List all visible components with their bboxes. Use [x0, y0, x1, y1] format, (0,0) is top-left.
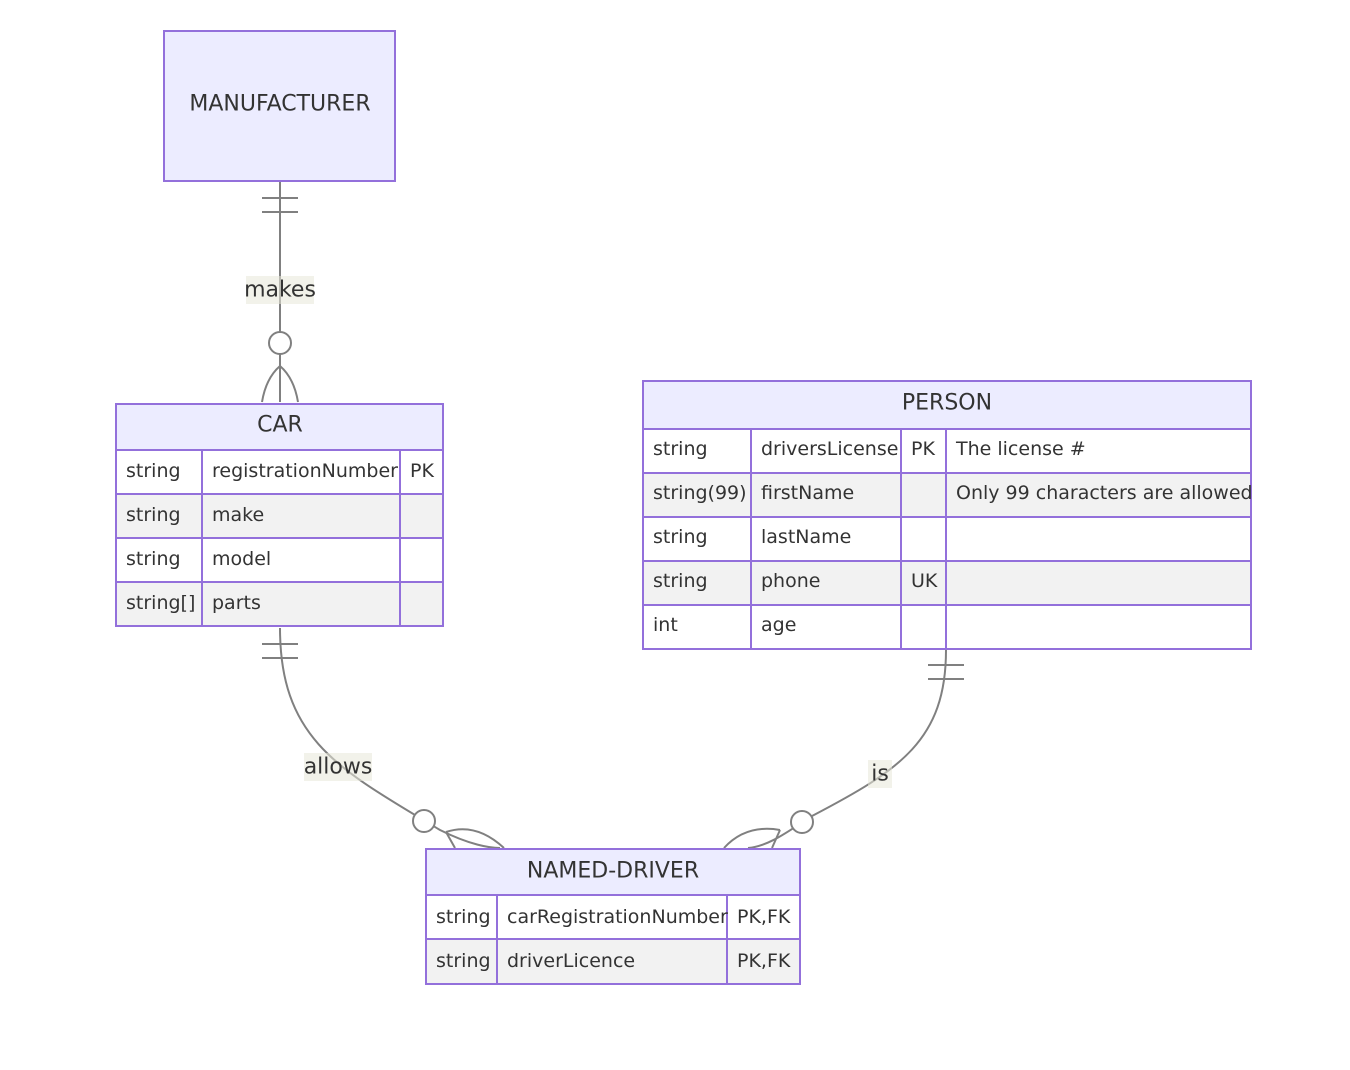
attribute-type: string: [126, 548, 181, 570]
entity-car[interactable]: CAR string registrationNumber PK string …: [115, 403, 444, 627]
attribute-name: parts: [212, 592, 261, 614]
attribute-name: firstName: [761, 482, 854, 504]
crow-foot-marker: [771, 829, 781, 849]
attribute-name: driverLicence: [507, 950, 635, 972]
attribute-type: string(99): [653, 482, 747, 504]
entity-person[interactable]: PERSON string driversLicense PK The lice…: [642, 380, 1253, 650]
entity-named-driver[interactable]: NAMED-DRIVER string carRegistrationNumbe…: [425, 848, 801, 985]
attribute-key: PK: [911, 438, 935, 460]
attribute-type: string: [653, 570, 708, 592]
entity-box: [163, 30, 396, 182]
attribute-type: string: [436, 950, 491, 972]
attribute-type: string: [126, 460, 181, 482]
zero-marker: [412, 809, 436, 833]
relationship-label-allows: allows: [304, 755, 373, 780]
crow-foot-marker: [261, 364, 299, 403]
entity-title: NAMED-DRIVER: [527, 859, 699, 884]
attribute-comment: Only 99 characters are allowed: [956, 482, 1253, 504]
entity-title: CAR: [257, 413, 303, 438]
entity-manufacturer[interactable]: MANUFACTURER: [163, 30, 396, 182]
zero-marker: [790, 810, 814, 834]
relationship-label-is: is: [871, 762, 889, 787]
crow-foot-marker: [723, 827, 781, 849]
attribute-type: string: [653, 526, 708, 548]
attribute-row: [425, 938, 801, 985]
attribute-type: string: [653, 438, 708, 460]
attribute-row: [115, 537, 444, 583]
relationship-line-allows: [279, 627, 501, 849]
crow-foot-marker: [445, 831, 456, 849]
relationship-label-bg: [304, 753, 372, 781]
attribute-type: string: [126, 504, 181, 526]
zero-marker: [268, 331, 292, 355]
entity-title: MANUFACTURER: [189, 92, 370, 117]
attribute-key: PK: [410, 460, 434, 482]
attribute-key: UK: [911, 570, 938, 592]
relationship-line-is: [747, 649, 947, 849]
relationship-label-makes: makes: [244, 278, 316, 303]
entity-header: [115, 403, 444, 451]
attribute-name: model: [212, 548, 271, 570]
entity-header: [642, 380, 1252, 430]
attribute-type: int: [653, 614, 678, 636]
crow-foot-marker: [445, 828, 505, 849]
attribute-name: registrationNumber: [212, 460, 398, 482]
relationship-is: is: [723, 649, 964, 849]
attribute-row: [115, 581, 444, 627]
attribute-type: string[]: [126, 592, 195, 614]
attribute-name: age: [761, 614, 796, 636]
relationship-allows: allows: [262, 627, 505, 849]
attribute-row: [115, 449, 444, 495]
relationship-label-bg: [246, 276, 314, 304]
entity-title: PERSON: [902, 391, 992, 416]
attribute-name: make: [212, 504, 264, 526]
attribute-comment: The license #: [955, 438, 1086, 460]
attribute-key: PK,FK: [737, 906, 791, 928]
attribute-name: driversLicense: [761, 438, 898, 460]
attribute-name: lastName: [761, 526, 851, 548]
attribute-key: PK,FK: [737, 950, 791, 972]
relationship-makes: makes: [244, 182, 316, 403]
attribute-name: carRegistrationNumber: [507, 906, 728, 928]
attribute-name: phone: [761, 570, 820, 592]
attribute-type: string: [436, 906, 491, 928]
attribute-row: [115, 493, 444, 539]
relationship-label-bg: [868, 760, 892, 788]
